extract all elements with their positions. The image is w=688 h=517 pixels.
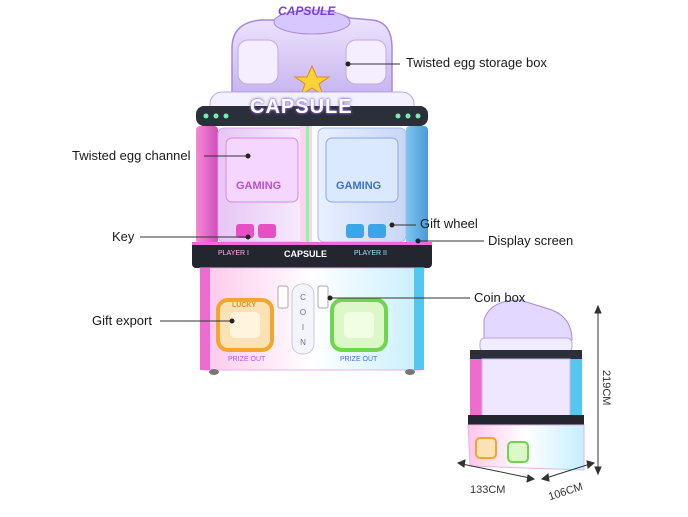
- prize-out-right-text: PRIZE OUT: [340, 356, 378, 363]
- display-screen-band: [192, 242, 432, 268]
- player-right-text: PLAYER II: [354, 250, 387, 257]
- callout-coin-box: Coin box: [474, 290, 526, 305]
- callout-storage-box: Twisted egg storage box: [406, 55, 547, 70]
- prize-out-left-text: PRIZE OUT: [228, 356, 266, 363]
- height-dimension-label: 219CM: [600, 370, 612, 406]
- gift-wheels: [236, 224, 386, 238]
- player-left-text: PLAYER I: [218, 250, 249, 257]
- egg-storage-box: [231, 9, 393, 97]
- width-dimension-label: 133CM: [470, 484, 506, 496]
- display-capsule-text: CAPSULE: [284, 249, 328, 259]
- small-machine-illustration: [467, 299, 585, 471]
- callout-gift-wheel: Gift wheel: [420, 216, 478, 231]
- callout-key: Key: [112, 229, 135, 244]
- dimension-lines: [456, 304, 602, 483]
- lucky-text: LUCKY: [232, 302, 257, 309]
- coin-letter: C: [300, 293, 306, 302]
- callout-dots: [229, 61, 421, 324]
- left-gaming-text: GAMING: [236, 180, 282, 192]
- callout-gift-export: Gift export: [92, 313, 152, 328]
- capsule-sign-bar: [196, 91, 428, 126]
- callout-display-screen: Display screen: [488, 233, 574, 248]
- right-gaming-text: GAMING: [336, 180, 382, 192]
- lower-cabinet: [199, 267, 425, 375]
- coin-letter: O: [299, 308, 307, 317]
- top-sign-text: CAPSULE: [278, 4, 336, 18]
- coin-letter: N: [300, 338, 306, 347]
- coin-letter: I: [301, 323, 305, 332]
- left-pillar: [196, 126, 218, 244]
- capsule-brand-text: CAPSULE: [250, 96, 353, 118]
- coin-letters: C O I N: [298, 290, 308, 350]
- callout-lines: [140, 63, 484, 322]
- right-pillar: [406, 126, 428, 244]
- callout-egg-channel: Twisted egg channel: [72, 148, 191, 163]
